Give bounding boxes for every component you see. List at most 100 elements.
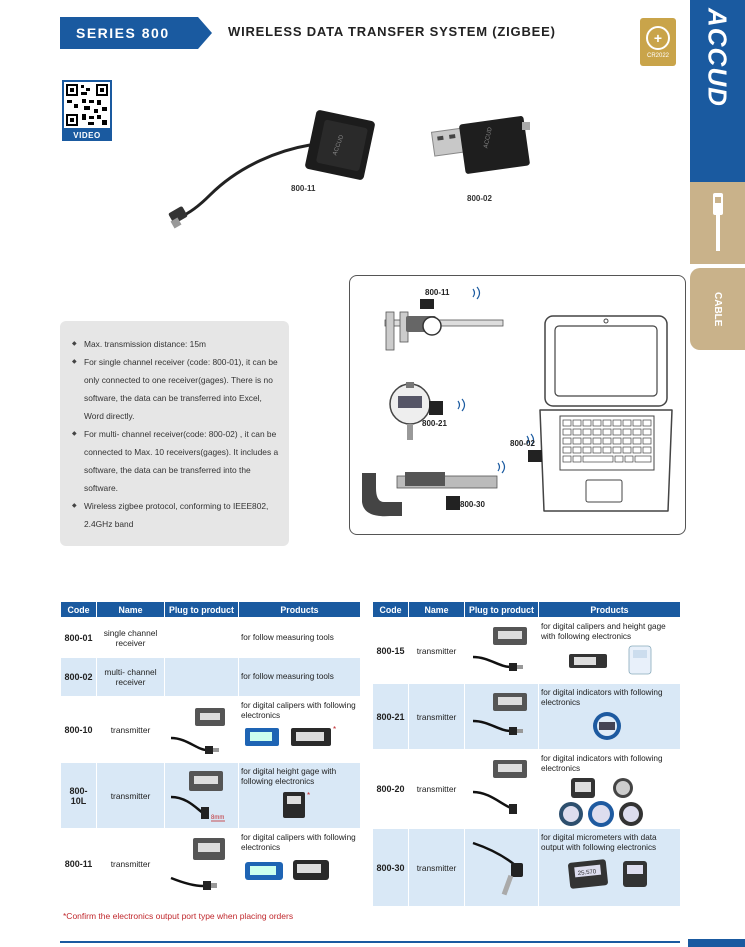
row-products: for digital indicators with following el…: [538, 683, 681, 750]
indicator-electronics-image: [559, 778, 643, 827]
feature-item: Wireless zigbee protocol, conforming to …: [72, 497, 281, 533]
row-products: for digital calipers with following elec…: [238, 696, 361, 763]
col-header-code: Code: [372, 601, 409, 618]
col-header-plug: Plug to product: [464, 601, 539, 618]
brand-logo: ACCUD: [702, 8, 733, 107]
table-row: 800-20 transmitter for digital indicator…: [372, 749, 681, 829]
plug-size-note: 8mm: [211, 815, 224, 821]
col-header-products: Products: [538, 601, 681, 618]
row-products-text: for digital calipers with following elec…: [241, 833, 356, 852]
row-products: for follow measuring tools: [238, 617, 361, 658]
svg-text:ACCUD: ACCUD: [483, 126, 493, 149]
cable-plug-image: [472, 760, 527, 814]
row-plug: [464, 828, 539, 907]
row-products-text: for digital calipers and height gage wit…: [541, 622, 666, 641]
row-code: 800-15: [372, 617, 409, 684]
row-name: single channel receiver: [96, 617, 165, 658]
row-plug: [464, 617, 539, 684]
caliper-height-gage-electronics-image: [569, 645, 652, 675]
col-header-name: Name: [96, 601, 165, 618]
battery-badge-text: CR2022: [646, 52, 669, 59]
micrometer-display-value: 25.570: [578, 869, 598, 877]
usb-tab[interactable]: [690, 182, 745, 264]
row-products: for digital indicators with following el…: [538, 749, 681, 829]
indicator-electronics-image: [593, 712, 621, 740]
row-products-text: for digital indicators with following el…: [541, 688, 663, 707]
row-products: for digital height gage with following e…: [238, 762, 361, 829]
features-box: Max. transmission distance: 15m For sing…: [60, 321, 289, 546]
row-plug: [164, 828, 239, 899]
row-code: 800-02: [60, 657, 97, 697]
receiver-800-11-image: ACCUD: [168, 110, 375, 229]
left-product-table: Code Name Plug to product Products 800-0…: [60, 601, 361, 899]
col-header-name: Name: [408, 601, 465, 618]
row-name: transmitter: [96, 828, 165, 899]
col-header-code: Code: [60, 601, 97, 618]
series-tag: SERIES 800: [60, 17, 212, 49]
row-name: transmitter: [96, 762, 165, 829]
cable-tab[interactable]: CABLE: [690, 268, 745, 350]
row-plug: 8mm: [164, 762, 239, 829]
diagram-label-800-21: 800-21: [422, 419, 447, 428]
row-name: transmitter: [96, 696, 165, 763]
table-row: 800-11 transmitter for digital calipers …: [60, 828, 361, 899]
row-products-text: for digital height gage with following e…: [241, 767, 337, 786]
table-row: 800-10L transmitter 8mm for digital heig…: [60, 762, 361, 829]
row-code: 800-21: [372, 683, 409, 750]
page-title: WIRELESS DATA TRANSFER SYSTEM (ZIGBEE): [228, 24, 556, 39]
diagram-label-800-02: 800-02: [510, 439, 535, 448]
table-row: 800-01 single channel receiver for follo…: [60, 617, 361, 658]
product-label-800-11: 800-11: [291, 184, 316, 193]
row-products: for digital calipers and height gage wit…: [538, 617, 681, 684]
qr-code-icon: [66, 84, 108, 126]
connection-diagram: 800-11 800-21 800-02 800-30: [349, 275, 686, 535]
diagram-label-800-11: 800-11: [425, 288, 450, 297]
footer-tab: [688, 939, 745, 947]
row-code: 800-10L: [60, 762, 97, 829]
diagram-illustration: [362, 286, 673, 517]
row-name: multi- channel receiver: [96, 657, 165, 697]
brand-sidebar: [690, 0, 745, 182]
row-products: for follow measuring tools: [238, 657, 361, 697]
cable-plug-image: [472, 692, 527, 735]
video-qr-code[interactable]: [62, 80, 112, 130]
footer-rule: [60, 941, 680, 943]
cable-plug-image: [170, 837, 225, 890]
row-plug: [164, 657, 239, 697]
row-products-text: for digital calipers with following elec…: [241, 701, 356, 720]
row-products: for digital micrometers with data output…: [538, 828, 681, 907]
row-name: transmitter: [408, 749, 465, 829]
usb-cable-icon: [712, 193, 723, 251]
caliper-electronics-image: [245, 860, 329, 880]
row-products-text: for digital indicators with following el…: [541, 754, 663, 773]
svg-text:*: *: [333, 725, 336, 734]
row-code: 800-10: [60, 696, 97, 763]
micrometer-electronics-image: 25.570: [568, 859, 647, 889]
battery-plus-icon: +: [646, 25, 670, 50]
table-row: 800-15 transmitter for digital calipers …: [372, 617, 681, 684]
row-name: transmitter: [408, 683, 465, 750]
row-code: 800-11: [60, 828, 97, 899]
feature-item: For single channel receiver (code: 800-0…: [72, 353, 281, 425]
svg-text:*: *: [307, 791, 310, 800]
table-row: 800-02 multi- channel receiver for follo…: [60, 657, 361, 697]
row-name: transmitter: [408, 617, 465, 684]
row-code: 800-30: [372, 828, 409, 907]
col-header-plug: Plug to product: [164, 601, 239, 618]
row-products-text: for digital micrometers with data output…: [541, 833, 657, 852]
height-gage-electronics-image: *: [283, 791, 310, 818]
caliper-electronics-image: *: [245, 725, 336, 746]
receiver-800-02-image: ACCUD: [430, 116, 530, 174]
row-plug: [464, 749, 539, 829]
battery-badge: + CR2022: [640, 18, 676, 66]
table-row: 800-10 transmitter for digital calipers …: [60, 696, 361, 763]
order-note: *Confirm the electronics output port typ…: [63, 911, 294, 921]
col-header-products: Products: [238, 601, 361, 618]
table-row: 800-21 transmitter for digital indicator…: [372, 683, 681, 750]
row-name: transmitter: [408, 828, 465, 907]
diagram-label-800-30: 800-30: [460, 500, 485, 509]
qr-label: VIDEO: [62, 130, 112, 141]
cable-plug-image: 8mm: [170, 770, 225, 821]
row-plug: [164, 617, 239, 658]
